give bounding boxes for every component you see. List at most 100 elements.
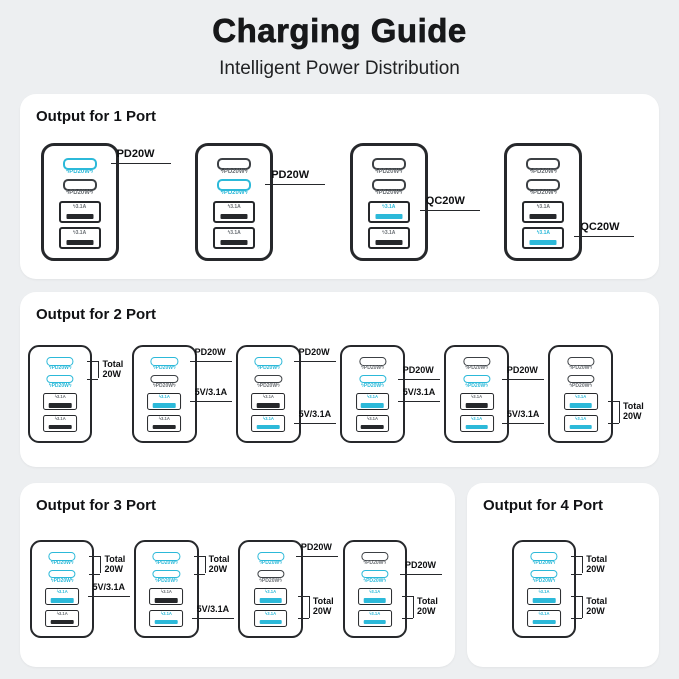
- callout-line: [265, 183, 326, 185]
- bolt-icon: ϟ: [72, 203, 76, 210]
- usba-port-label: ϟ3.1A: [61, 203, 99, 210]
- usbc-port-label: ϟPD20Wϟ: [507, 190, 579, 196]
- usba-port-2: ϟ3.1A: [357, 610, 392, 628]
- bolt-icon: ϟ: [173, 382, 176, 389]
- usbc-port-label-text: PD20W: [363, 382, 382, 389]
- usba-port-label-text: 3.1A: [540, 611, 550, 617]
- usba-pin-bar: [259, 598, 282, 603]
- callout-line: [297, 617, 309, 619]
- usbc-port-label: ϟPD20Wϟ: [353, 190, 425, 196]
- usbc-port-label: ϟPD20Wϟ: [32, 560, 92, 566]
- usba-port-label: ϟ3.1A: [46, 590, 78, 594]
- bolt-icon: ϟ: [536, 203, 540, 210]
- callout-line: [193, 555, 205, 557]
- usbc-port-1: [530, 552, 558, 561]
- bolt-icon: ϟ: [552, 577, 556, 584]
- bolt-icon: ϟ: [382, 203, 385, 210]
- usba-port-2: ϟ3.1A: [43, 415, 78, 433]
- usbc-port-label-text: PD20W: [533, 168, 554, 175]
- usba-port-label: ϟ3.1A: [565, 417, 597, 421]
- usbc-port-label: ϟPD20Wϟ: [198, 169, 270, 175]
- bolt-icon: ϟ: [279, 559, 282, 566]
- bolt-icon: ϟ: [538, 611, 541, 617]
- bolt-icon: ϟ: [465, 382, 468, 389]
- usbc-port-label: ϟPD20Wϟ: [136, 560, 196, 566]
- usba-pin-bar: [361, 403, 384, 408]
- usbc-port-2: [217, 179, 252, 191]
- usbc-port-1: [254, 357, 283, 366]
- bolt-icon: ϟ: [383, 577, 387, 584]
- bolt-icon: ϟ: [381, 382, 384, 389]
- usbc-port-label-text: PD20W: [155, 382, 173, 389]
- bolt-icon: ϟ: [227, 229, 231, 236]
- callout-label: Total 20W: [622, 400, 644, 421]
- usbc-port-1: [150, 357, 178, 366]
- usbc-port-label: ϟPD20Wϟ: [30, 365, 90, 371]
- usbc-port-label: ϟPD20Wϟ: [134, 365, 194, 371]
- usba-port-2: ϟ3.1A: [147, 415, 182, 433]
- usba-pin-bar: [48, 403, 72, 408]
- usba-port-1: ϟ3.1A: [58, 201, 101, 223]
- section-3-heading: Output for 3 Port: [36, 497, 156, 514]
- usba-pin-bar: [220, 239, 248, 245]
- usba-pin-bar: [259, 619, 282, 625]
- usbc-port-2: [62, 179, 97, 191]
- usba-port-label-text: 3.1A: [473, 394, 483, 400]
- header: Charging Guide Intelligent Power Distrib…: [0, 0, 679, 80]
- bolt-icon: ϟ: [366, 416, 370, 422]
- usbc-port-label-text: PD20W: [533, 189, 554, 196]
- bolt-icon: ϟ: [569, 364, 573, 371]
- usba-port-2: ϟ3.1A: [58, 227, 101, 249]
- usba-port-label-text: 3.1A: [230, 229, 241, 236]
- callout-line: [401, 617, 413, 619]
- usba-port-label: ϟ3.1A: [215, 229, 253, 236]
- usba-port-1: ϟ3.1A: [355, 393, 390, 411]
- usbc-port-1: [463, 357, 491, 366]
- callout-label: Total 20W: [104, 553, 126, 574]
- usba-port-1: ϟ3.1A: [213, 201, 256, 223]
- usbc-port-label-text: PD20W: [572, 382, 590, 389]
- bolt-icon: ϟ: [366, 394, 370, 400]
- bolt-icon: ϟ: [485, 364, 488, 371]
- usbc-port-2: [48, 569, 76, 579]
- usba-port-label-text: 3.1A: [577, 394, 587, 400]
- usba-pin-bar: [529, 239, 557, 245]
- callout-label: PD20W: [300, 541, 332, 552]
- bolt-icon: ϟ: [259, 577, 262, 584]
- usbc-port-label: ϟPD20Wϟ: [32, 578, 92, 584]
- usba-port-label-text: 3.1A: [539, 203, 550, 210]
- usba-port-label-text: 3.1A: [161, 416, 170, 422]
- usbc-port-label: ϟPD20Wϟ: [550, 364, 610, 371]
- callout-line: [582, 595, 584, 618]
- usba-port-label: ϟ3.1A: [528, 612, 560, 616]
- usba-port-label: ϟ3.1A: [524, 203, 562, 210]
- bolt-icon: ϟ: [257, 382, 260, 389]
- usba-port-1: ϟ3.1A: [522, 201, 565, 223]
- usba-port-2: ϟ3.1A: [527, 610, 561, 628]
- usbc-port-label: ϟPD20Wϟ: [240, 559, 300, 566]
- callout-label: 5V/3.1A: [194, 386, 228, 397]
- usba-port-label: ϟ3.1A: [461, 417, 493, 421]
- usba-port-2: ϟ3.1A: [563, 415, 598, 433]
- usbc-port-label-text: PD20W: [259, 364, 278, 371]
- bolt-icon: ϟ: [465, 364, 468, 371]
- usbc-port-label-text: PD20W: [378, 189, 400, 196]
- bolt-icon: ϟ: [536, 229, 540, 236]
- bolt-icon: ϟ: [89, 189, 94, 196]
- bolt-icon: ϟ: [257, 364, 260, 371]
- callout-line: [398, 378, 441, 380]
- usbc-port-label: ϟPD20Wϟ: [238, 382, 298, 389]
- callout-line: [204, 555, 206, 574]
- usba-pin-bar: [257, 424, 280, 430]
